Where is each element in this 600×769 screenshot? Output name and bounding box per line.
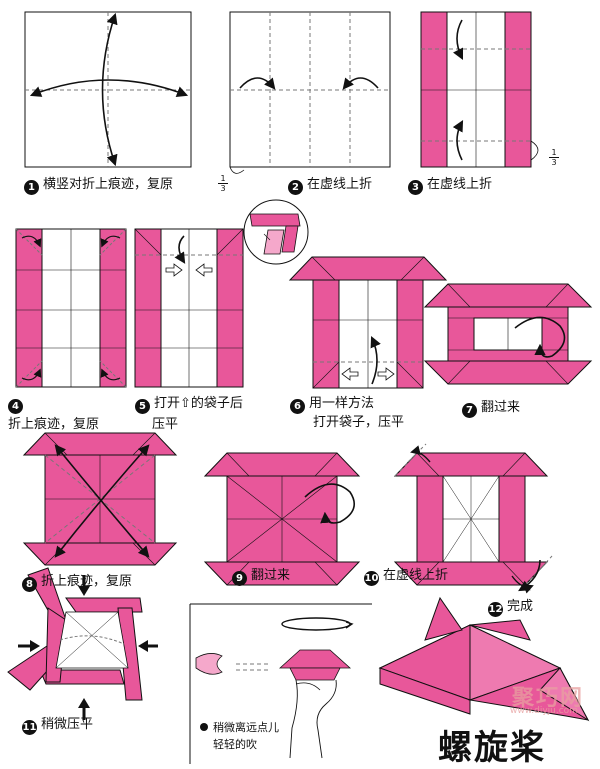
step-number-badge: 4 [8, 399, 23, 414]
step10-caption: 10 在虚线上折 [364, 567, 448, 586]
step-number-badge: 1 [24, 180, 39, 195]
step-number-badge: 9 [232, 571, 247, 586]
step-number-badge: 7 [462, 403, 477, 418]
bullet-icon [200, 723, 208, 731]
step-number-badge: 5 [135, 399, 150, 414]
step7-diagram [423, 283, 593, 385]
step-text: 横竖对折上痕迹，复原 [43, 177, 174, 192]
step1-diagram [24, 11, 192, 168]
step-text: 的袋子后 [190, 396, 243, 411]
step-text: 在虚线上折 [383, 568, 449, 583]
step-text: 折上痕迹，复原 [41, 574, 133, 589]
step5-detail-circle [243, 199, 309, 265]
step10-diagram [393, 443, 553, 594]
step6-caption: 6 用一样方法 [290, 395, 374, 414]
step-text: 在虚线上折 [307, 177, 373, 192]
step12-diagram [378, 596, 590, 722]
page-title: 螺旋桨 [438, 728, 546, 768]
step-number-badge: 12 [488, 602, 503, 617]
step-text: 完成 [507, 599, 534, 614]
blow-note: 稍微离远点儿 [200, 720, 279, 735]
step3-diagram [420, 11, 539, 168]
step-number-badge: 8 [22, 577, 37, 592]
step-text: 翻过来 [251, 568, 291, 583]
step7-caption: 7 翻过来 [462, 399, 520, 418]
step-text: 折上痕迹，复原 [8, 417, 100, 432]
step11-diagram [7, 567, 158, 720]
step5-diagram [134, 228, 244, 388]
watermark-logo: 聚巧网 [512, 686, 585, 711]
step5-caption-line2: 压平 [152, 416, 178, 433]
step-text: 在虚线上折 [427, 177, 493, 192]
step-text: 用一样方法 [309, 396, 375, 411]
step11-caption: 11 稍微压平 [22, 716, 93, 735]
fraction-numerator: 1 [551, 148, 557, 157]
blow-note-2: 轻轻的吹 [213, 737, 257, 752]
step-number-badge: 2 [288, 180, 303, 195]
step4-caption-text: 折上痕迹，复原 [8, 416, 99, 433]
step-text: 打开袋子，压平 [313, 415, 405, 430]
blow-note-line2: 轻轻的吹 [213, 738, 257, 751]
fraction-numerator: 1 [220, 174, 226, 183]
step5-caption: 5 打开⇧的袋子后 [135, 395, 243, 414]
step4-diagram [15, 228, 127, 388]
step4-caption: 4 [8, 395, 27, 414]
step-text: 打开 [154, 396, 181, 411]
step-text: 翻过来 [481, 400, 521, 415]
step2-diagram [229, 11, 391, 174]
step-number-badge: 3 [408, 180, 423, 195]
step-text: 稍微压平 [41, 717, 94, 732]
up-arrow-icon: ⇧ [180, 396, 191, 411]
step6-caption-line2: 打开袋子，压平 [313, 414, 404, 431]
step-number-badge: 10 [364, 571, 379, 586]
step9-diagram [203, 452, 361, 586]
step-text: 压平 [152, 417, 179, 432]
step-number-badge: 11 [22, 720, 37, 735]
blow-illustration [189, 603, 372, 764]
step3-caption: 3 在虚线上折 [408, 176, 492, 195]
step2-caption: 2 在虚线上折 [288, 176, 372, 195]
fraction-denominator: 3 [549, 157, 559, 167]
watermark-url: www.diyju.com [510, 706, 578, 716]
step1-caption: 1 横竖对折上痕迹，复原 [24, 176, 173, 195]
step6-diagram [288, 256, 448, 389]
step12-caption: 12 完成 [488, 598, 533, 617]
step8-caption: 8 折上痕迹，复原 [22, 573, 132, 592]
step8-diagram [22, 432, 178, 566]
step-number-badge: 6 [290, 399, 305, 414]
blow-note-line1: 稍微离远点儿 [213, 721, 279, 734]
fraction-denominator: 3 [218, 183, 228, 193]
step9-caption: 9 翻过来 [232, 567, 290, 586]
